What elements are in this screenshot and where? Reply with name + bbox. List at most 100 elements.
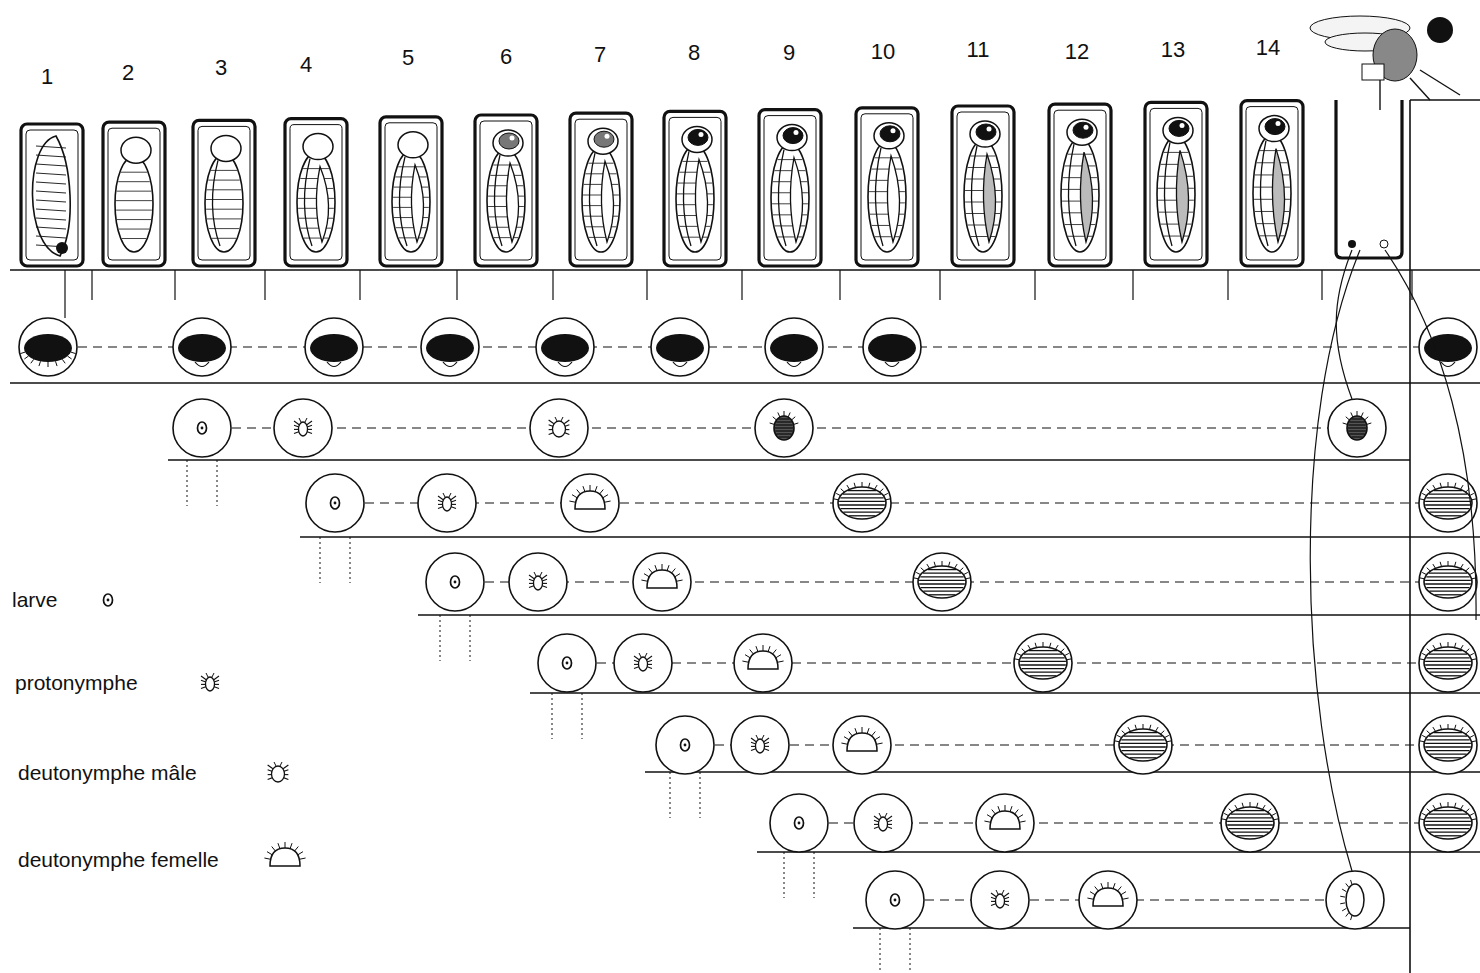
illustration-stroke (775, 430, 792, 431)
illustration-stroke (771, 144, 809, 252)
illustration-stroke (1157, 136, 1195, 252)
illustration-stroke (795, 817, 804, 829)
brood-cell (1049, 104, 1111, 266)
illustration-stroke (775, 170, 806, 171)
illustration-stroke (833, 474, 891, 532)
illustration-stroke (280, 762, 282, 766)
brood-cell (193, 120, 255, 266)
illustration-stroke (1426, 739, 1469, 740)
mite-symbol (833, 716, 891, 774)
mite-symbol (306, 474, 364, 532)
illustration-stroke (108, 128, 160, 260)
illustration-stroke (359, 270, 360, 300)
illustration-stroke (205, 154, 243, 252)
illustration-stroke (300, 858, 306, 859)
illustration-stroke (1424, 487, 1472, 519)
illustration-stroke (1435, 757, 1462, 758)
illustration-stroke (1441, 362, 1455, 367)
illustration-stroke (399, 157, 407, 246)
day-number: 11 (967, 38, 990, 62)
illustration-stroke (20, 352, 25, 353)
illustration-stroke (121, 172, 147, 173)
illustration-stroke (778, 150, 786, 246)
illustration-stroke (567, 662, 1448, 663)
illustration-stroke (456, 270, 457, 300)
legend-text: larve (12, 588, 58, 611)
illustration-stroke (303, 168, 329, 169)
illustration-stroke (923, 573, 961, 574)
mite-symbol (1419, 634, 1477, 692)
illustration-stroke (853, 927, 1410, 929)
illustration-stroke (493, 130, 523, 156)
illustration-stroke (1114, 716, 1172, 774)
illustration-stroke (1227, 824, 1273, 825)
time-axis (10, 100, 1480, 973)
illustration-stroke (536, 318, 594, 376)
mite-symbol (173, 399, 231, 457)
illustration-stroke (104, 594, 113, 606)
illustration-stroke (494, 155, 502, 246)
illustration-stroke (681, 739, 690, 751)
illustration-stroke (976, 794, 1034, 852)
illustration-stroke (1429, 832, 1466, 833)
illustration-stroke (487, 149, 525, 252)
illustration-stroke (1429, 754, 1466, 755)
illustration-stroke (299, 418, 301, 422)
brood-cell (570, 113, 632, 266)
illustration-stroke (843, 512, 880, 513)
illustration-stroke (542, 575, 548, 579)
illustration-stroke (1426, 576, 1469, 577)
illustration-stroke (299, 188, 333, 189)
illustration-stroke (874, 123, 904, 149)
illustration-stroke (983, 154, 995, 242)
illustration-stroke (879, 813, 881, 817)
illustration-stroke (1169, 120, 1189, 136)
illustration-stroke (984, 821, 990, 822)
illustration-stroke (891, 894, 900, 906)
illustration-stroke (499, 133, 519, 149)
illustration-stroke (1253, 135, 1291, 252)
illustration-stroke (584, 184, 618, 185)
illustration-stroke (36, 227, 66, 229)
day-number: 1 (41, 65, 53, 89)
illustration-stroke (919, 583, 965, 584)
illustration-stroke (1434, 732, 1462, 733)
brood-cell (475, 115, 537, 266)
illustration-stroke (839, 504, 885, 505)
illustration-stroke (494, 237, 518, 238)
illustration-stroke (1425, 580, 1471, 581)
illustration-stroke (264, 858, 270, 859)
illustration-stroke (575, 491, 605, 509)
illustration-stroke (115, 156, 153, 252)
illustration-stroke (1049, 104, 1111, 266)
illustration-stroke (957, 112, 1009, 260)
illustration-stroke (920, 576, 963, 577)
illustration-stroke (748, 651, 778, 669)
illustration-stroke (285, 842, 286, 848)
illustration-stroke (107, 599, 110, 602)
mite-row (853, 871, 1410, 973)
illustration-stroke (775, 424, 792, 425)
illustration-stroke (385, 123, 437, 260)
illustration-stroke (778, 661, 784, 662)
illustration-stroke (1231, 814, 1269, 815)
illustration-stroke (585, 173, 616, 174)
illustration-stroke (1124, 754, 1161, 755)
illustration-stroke (392, 151, 430, 252)
illustration-stroke (1255, 174, 1289, 175)
illustration-stroke (211, 135, 241, 161)
illustration-stroke (1029, 650, 1057, 651)
mite-row (10, 318, 1480, 383)
illustration-stroke (741, 270, 742, 300)
illustration-stroke (193, 120, 255, 266)
brood-cell (21, 124, 83, 266)
illustration-stroke (418, 474, 476, 532)
illustration-stroke (656, 334, 704, 362)
mite-symbol (538, 634, 596, 692)
illustration-stroke (1385, 250, 1476, 620)
illustration-stroke (418, 614, 1480, 616)
illustration-stroke (605, 134, 610, 139)
illustration-stroke (307, 421, 313, 425)
illustration-stroke (1068, 144, 1076, 246)
